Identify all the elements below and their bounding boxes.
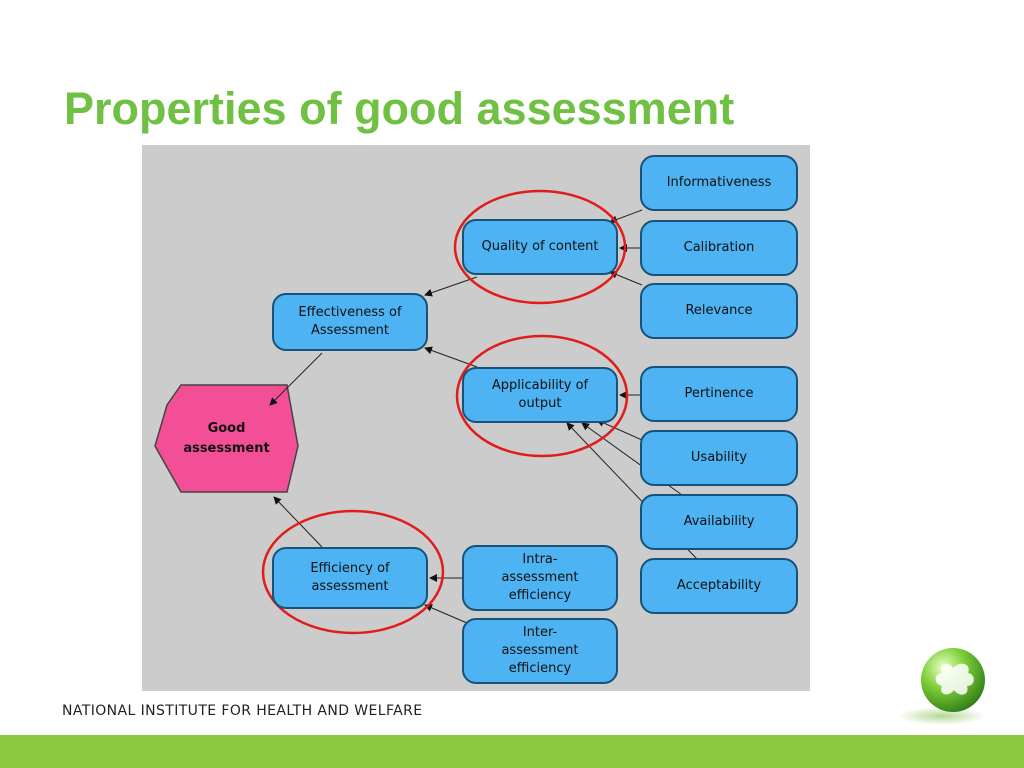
node-relevance: Relevance [640, 283, 798, 339]
connector-effect-to-good [269, 352, 323, 406]
highlight-ring-efficiency [261, 509, 445, 635]
node-intra-assessment-efficiency: Intra- assessment efficiency [462, 545, 618, 611]
connector-quality-to-effect [424, 276, 478, 297]
node-good-assessment: Good assessment [183, 420, 270, 456]
node-efficiency: Efficiency of assessment [272, 547, 428, 609]
node-inter-assessment-efficiency: Inter- assessment efficiency [462, 618, 618, 684]
highlight-ring-quality [453, 189, 627, 305]
diagram-panel: Good assessment Effectiveness of Assessm… [142, 145, 810, 691]
connector-inter-to-eff [424, 604, 468, 624]
node-calibration: Calibration [640, 220, 798, 276]
node-informativeness: Informativeness [640, 155, 798, 211]
node-usability: Usability [640, 430, 798, 486]
node-applicability: Applicability of output [462, 367, 618, 423]
footer-institute-name: NATIONAL INSTITUTE FOR HEALTH AND WELFAR… [62, 703, 423, 719]
diagram-connectors [154, 189, 698, 635]
connector-applic-to-effect [424, 346, 478, 368]
node-acceptability: Acceptability [640, 558, 798, 614]
connector-usab-to-applic [596, 419, 643, 441]
slide-title: Properties of good assessment [64, 83, 735, 134]
node-effectiveness: Effectiveness of Assessment [272, 293, 428, 351]
node-availability: Availability [640, 494, 798, 550]
node-quality-of-content: Quality of content [462, 219, 618, 275]
globe-logo-icon [898, 648, 986, 725]
node-pertinence: Pertinence [640, 366, 798, 422]
connector-eff-to-good [273, 496, 323, 548]
good-assessment-shape [154, 384, 299, 493]
footer-bar [0, 735, 1024, 768]
highlight-ring-applicability [455, 334, 629, 458]
